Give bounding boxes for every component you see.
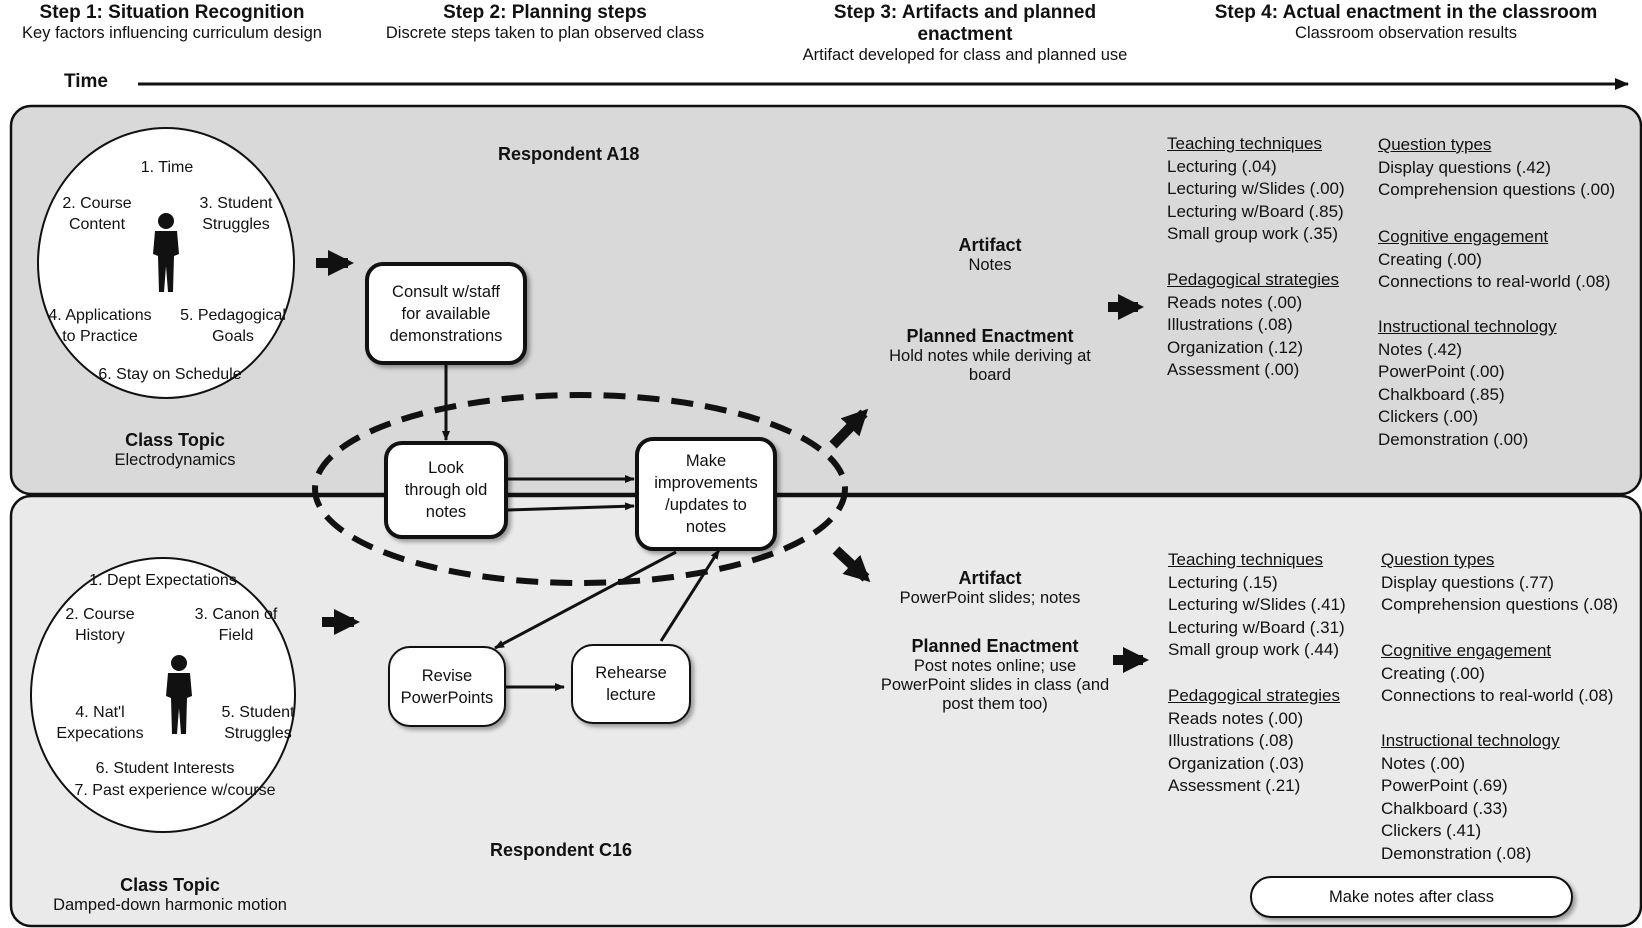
class-topic-a-value: Electrodynamics (114, 451, 236, 469)
panel-c-background (9, 494, 1642, 928)
step-4-header: Step 4: Actual enactment in the classroo… (1170, 2, 1642, 43)
planned-enactment-a: Planned Enactment Hold notes while deriv… (889, 326, 1091, 384)
class-topic-a: Class Topic Electrodynamics (60, 430, 290, 470)
artifact-c: Artifact PowerPoint slides; notes (860, 568, 1120, 608)
instructional-technology-c: Instructional technology Notes (.00) Pow… (1381, 731, 1560, 863)
step-4-subtitle: Classroom observation results (1295, 24, 1517, 42)
class-topic-c-value: Damped-down harmonic motion (53, 896, 287, 914)
make-notes-after-class-box: Make notes after class (1250, 876, 1573, 918)
pedagogical-strategies-c: Pedagogical strategies Reads notes (.00)… (1168, 686, 1341, 795)
teaching-techniques-c: Teaching techniques Lecturing (.15) Lect… (1168, 550, 1346, 659)
time-label: Time (64, 71, 109, 92)
factor-c-6: 6. Student Interests (95, 760, 235, 777)
step-3-header: Step 3: Artifacts and planned enactment … (790, 2, 1140, 65)
artifact-c-value: PowerPoint slides; notes (899, 589, 1081, 607)
instructional-technology-a: Instructional technology Notes (.42) Pow… (1378, 317, 1557, 449)
factor-c-1: 1. Dept Expectations (89, 572, 237, 589)
step-3-title: Step 3: Artifacts and planned enactment (833, 2, 1097, 45)
question-types-c: Question types Display questions (.77) C… (1381, 550, 1619, 614)
artifact-a-value: Notes (968, 256, 1012, 274)
arrow-look-to-improve-2 (507, 502, 635, 512)
class-topic-c: Class Topic Damped-down harmonic motion (20, 875, 320, 915)
step-2-title: Step 2: Planning steps (443, 2, 647, 23)
step-3-subtitle: Artifact developed for class and planned… (802, 46, 1128, 64)
person-icon (158, 652, 200, 736)
factor-a-6: 6. Stay on Schedule (98, 366, 242, 383)
step-1-subtitle: Key factors influencing curriculum desig… (22, 24, 322, 42)
factor-a-1: 1. Time (140, 159, 194, 176)
pedagogical-strategies-a: Pedagogical strategies Reads notes (.00)… (1167, 270, 1340, 379)
cognitive-engagement-c: Cognitive engagement Creating (.00) Conn… (1381, 641, 1614, 705)
arrow-to-artifact-a (829, 408, 869, 449)
panel-a-background (9, 104, 1642, 496)
step-2-subtitle: Discrete steps taken to plan observed cl… (385, 24, 705, 42)
person-icon (145, 210, 187, 294)
step-1-header: Step 1: Situation Recognition Key factor… (0, 2, 344, 43)
cognitive-engagement-a: Cognitive engagement Creating (.00) Conn… (1378, 227, 1611, 291)
step-1-title: Step 1: Situation Recognition (39, 2, 305, 23)
step-4-title: Step 4: Actual enactment in the classroo… (1214, 2, 1598, 23)
planned-enactment-c: Planned Enactment Post notes online; use… (880, 636, 1110, 713)
step-2-header: Step 2: Planning steps Discrete steps ta… (340, 2, 750, 43)
factor-c-7: 7. Past experience w/course (74, 782, 276, 799)
arrow-rehearse-to-improve (659, 549, 721, 642)
arrow-to-artifact-c (832, 546, 871, 583)
question-types-a: Question types Display questions (.42) C… (1378, 135, 1616, 199)
arrow-improve-to-revise (494, 550, 677, 650)
respondent-c-label: Respondent C16 (490, 840, 633, 860)
artifact-a: Artifact Notes (860, 235, 1120, 275)
dashed-ellipse (312, 392, 848, 586)
teaching-techniques-a: Teaching techniques Lecturing (.04) Lect… (1167, 134, 1345, 243)
respondent-a-label: Respondent A18 (498, 144, 640, 164)
